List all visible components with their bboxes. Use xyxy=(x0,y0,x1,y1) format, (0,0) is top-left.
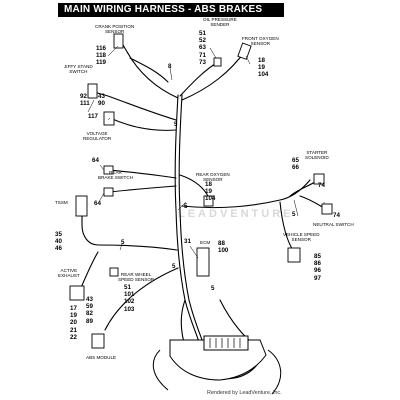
connector-tssm xyxy=(75,195,88,217)
branch-rear-brake-2 xyxy=(109,185,177,193)
frame-right xyxy=(267,349,282,395)
branch-jiffy xyxy=(93,91,177,121)
callout-ecm-a: 31 xyxy=(184,238,191,245)
label-tssm: TSSM xyxy=(55,200,68,205)
callout-8: 8 xyxy=(168,63,172,70)
main-trunk xyxy=(174,94,201,346)
callout-5-c: 5 xyxy=(292,211,296,218)
connector-active-exhaust xyxy=(69,285,85,301)
label-abs-module: ABS MODULE xyxy=(86,355,117,360)
callout-5-d: 5 xyxy=(121,239,125,246)
connector-ecm xyxy=(196,247,210,277)
title-bar xyxy=(58,3,284,17)
branch-right xyxy=(181,179,311,209)
branch-active-exhaust xyxy=(79,251,99,291)
callout-rear-brake-b: 64 xyxy=(94,200,101,207)
callout-5-b: 5 xyxy=(184,203,188,210)
branch-front-o2 xyxy=(181,49,247,101)
label-ecm: ECM xyxy=(200,240,211,245)
connector-rear-brake-b xyxy=(103,187,114,197)
connector-starter xyxy=(313,173,325,185)
main-trunk-2 xyxy=(178,94,205,346)
branch-crank xyxy=(119,39,179,99)
callout-neutral-a: 74 xyxy=(318,182,325,189)
label-neutral-switch: NEUTRAL SWITCH xyxy=(313,222,354,227)
branch-crank-2 xyxy=(129,57,169,83)
callout-5-f: 5 xyxy=(211,285,215,292)
fuse-block xyxy=(203,335,249,351)
branch-rear-brake xyxy=(109,169,177,179)
frame-left xyxy=(152,349,169,391)
callout-neutral-b: 74 xyxy=(333,212,340,219)
branch-vss xyxy=(279,201,295,253)
connector-abs xyxy=(91,333,105,349)
callout-5-a: 5 xyxy=(174,121,178,128)
callout-rear-brake-a: 64 xyxy=(92,157,99,164)
connector-vss xyxy=(287,247,301,263)
connector-voltage xyxy=(103,111,115,126)
connector-rear-o2 xyxy=(203,195,214,207)
branch-oil xyxy=(179,61,219,97)
branch-tssm xyxy=(81,209,178,251)
diagram-title: MAIN WIRING HARNESS - ABS BRAKES xyxy=(64,4,263,15)
footer-credit: Rendered by LeadVenture, Inc. xyxy=(207,390,282,396)
branch-voltage xyxy=(109,117,177,131)
connector-rear-wheel xyxy=(109,267,119,277)
connector-front-o2 xyxy=(237,42,252,60)
connector-oil xyxy=(213,57,222,67)
connector-crank xyxy=(113,33,124,49)
callout-voltage: 117 xyxy=(88,113,98,120)
connector-neutral xyxy=(321,203,333,215)
watermark: LEADVENTURE xyxy=(178,208,294,220)
connector-jiffy xyxy=(87,83,98,99)
callout-5-e: 5 xyxy=(172,263,176,270)
branch-abs xyxy=(104,267,179,331)
